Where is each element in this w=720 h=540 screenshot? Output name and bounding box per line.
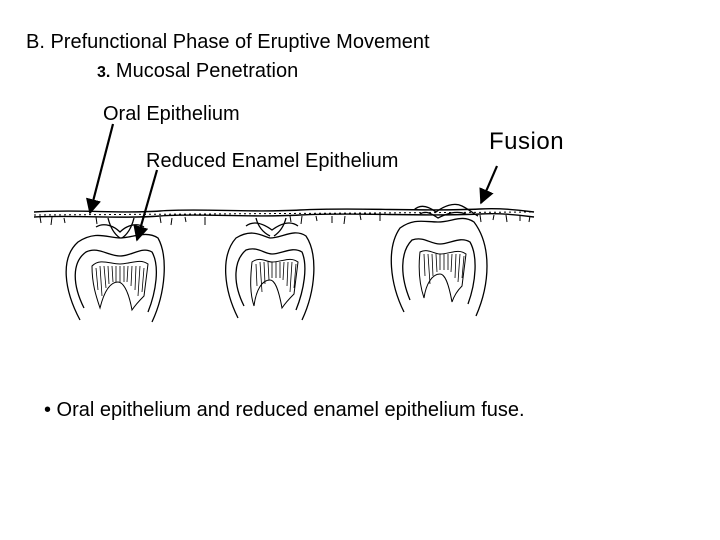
- subtitle-text: Mucosal Penetration: [115, 60, 299, 82]
- label-reduced-enamel-epithelium: Reduced Enamel Epithelium: [146, 150, 399, 172]
- arrow-reduced-enamel-epithelium: [133, 169, 159, 242]
- tooth-germ-3: [390, 203, 488, 317]
- arrow-fusion: [479, 165, 499, 205]
- arrow-oral-epithelium: [86, 123, 115, 215]
- tooth-germ-1: [65, 217, 165, 323]
- bullet-point: • Oral epithelium and reduced enamel epi…: [44, 399, 525, 421]
- slide-subtitle: 3. Mucosal Penetration: [97, 61, 298, 81]
- slide-title: B. Prefunctional Phase of Eruptive Movem…: [26, 31, 430, 53]
- oral-epithelium-surface: [33, 208, 535, 218]
- tooth-germ-2: [225, 217, 315, 321]
- epithelial-rete-pegs: [39, 214, 531, 226]
- label-oral-epithelium: Oral Epithelium: [103, 103, 240, 125]
- subtitle-number: 3.: [97, 64, 111, 81]
- label-fusion: Fusion: [489, 128, 565, 155]
